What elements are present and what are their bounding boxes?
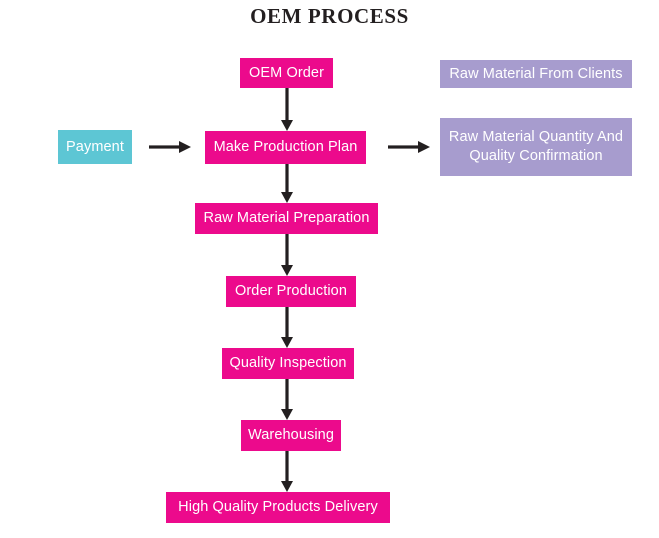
node-raw-material-preparation[interactable]: Raw Material Preparation — [195, 203, 378, 234]
connector-prep-to-order-production — [280, 234, 294, 276]
node-label: Make Production Plan — [213, 139, 358, 155]
node-make-production-plan[interactable]: Make Production Plan — [205, 131, 366, 164]
node-raw-material-from-clients[interactable]: Raw Material From Clients — [440, 60, 632, 88]
node-oem-order[interactable]: OEM Order — [240, 58, 333, 88]
node-label: Raw Material Preparation — [203, 210, 370, 226]
connector-order-production-to-quality — [280, 307, 294, 348]
node-label: OEM Order — [248, 64, 325, 81]
connector-warehousing-to-delivery — [280, 451, 294, 492]
node-quality-inspection[interactable]: Quality Inspection — [222, 348, 354, 379]
node-warehousing[interactable]: Warehousing — [241, 420, 341, 451]
node-label: High Quality Products Delivery — [178, 499, 378, 515]
node-payment[interactable]: Payment — [58, 130, 132, 164]
node-label: Warehousing — [248, 427, 334, 443]
node-label: Payment — [66, 138, 124, 155]
connector-plan-to-raw-material-prep — [280, 164, 294, 203]
node-raw-material-confirmation[interactable]: Raw Material Quantity And Quality Confir… — [440, 118, 632, 176]
node-label: Order Production — [234, 283, 347, 299]
connector-quality-to-warehousing — [280, 379, 294, 420]
node-high-quality-products-delivery[interactable]: High Quality Products Delivery — [166, 492, 390, 523]
connector-payment-to-plan — [149, 140, 191, 154]
node-label: Quality Inspection — [229, 355, 347, 371]
connector-plan-to-raw-material-confirmation — [388, 140, 430, 154]
page-title: OEM PROCESS — [250, 4, 409, 28]
node-label: Raw Material From Clients — [449, 65, 623, 82]
node-order-production[interactable]: Order Production — [226, 276, 356, 307]
node-label: Raw Material Quantity And Quality Confir… — [448, 129, 624, 164]
connector-oem-order-to-plan — [280, 88, 294, 131]
